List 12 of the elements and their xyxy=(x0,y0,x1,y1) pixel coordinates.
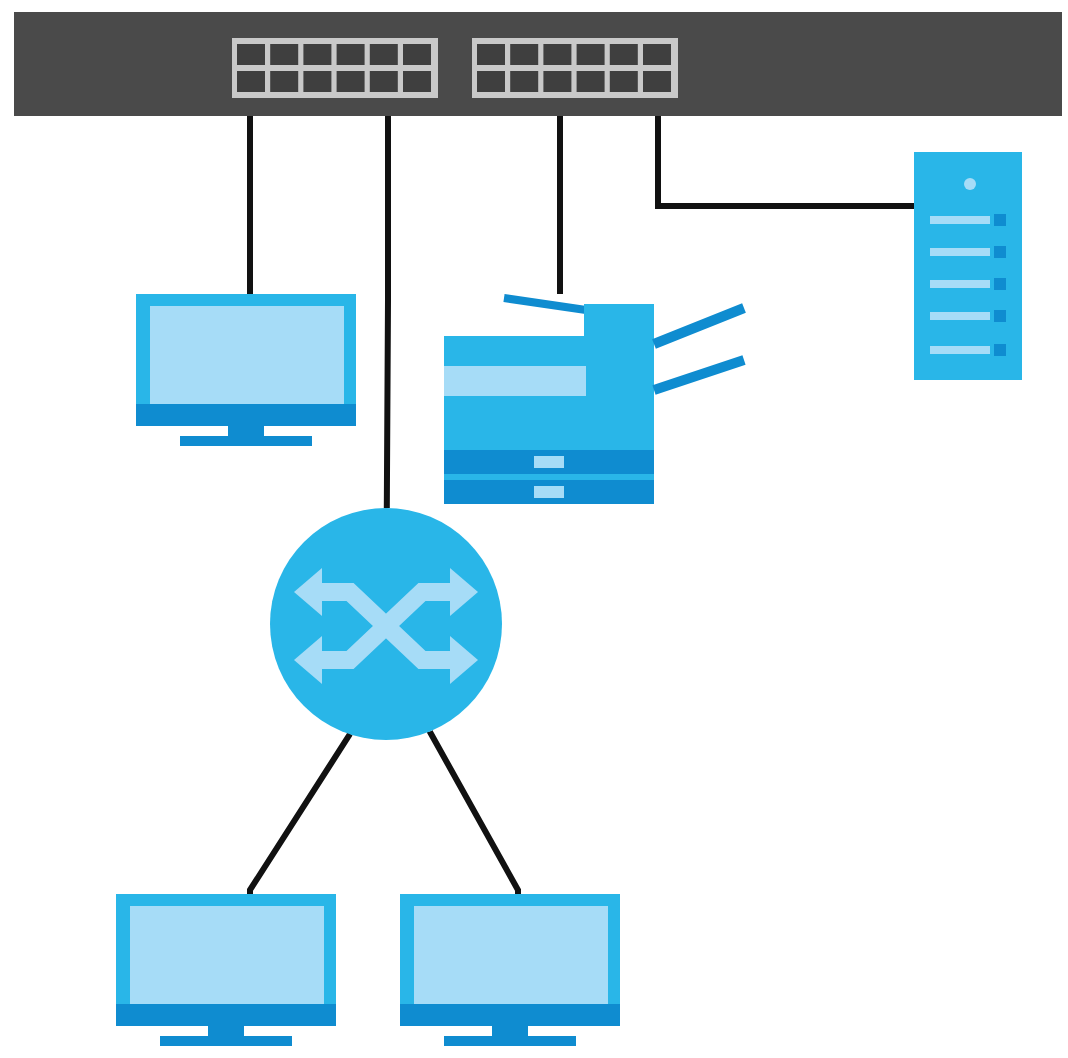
crossed-arrows-icon xyxy=(270,508,502,740)
network-switch-drawing xyxy=(14,12,1062,116)
cable-line xyxy=(427,729,521,894)
cable-line xyxy=(247,116,253,294)
server-tower-icon xyxy=(914,152,1022,380)
cable-line xyxy=(383,116,391,508)
printer-icon xyxy=(444,294,748,508)
monitor-icon xyxy=(116,894,336,1046)
cable-line xyxy=(655,116,914,209)
monitor-icon xyxy=(136,294,356,446)
cable-line xyxy=(557,116,563,294)
monitor-icon xyxy=(400,894,620,1046)
